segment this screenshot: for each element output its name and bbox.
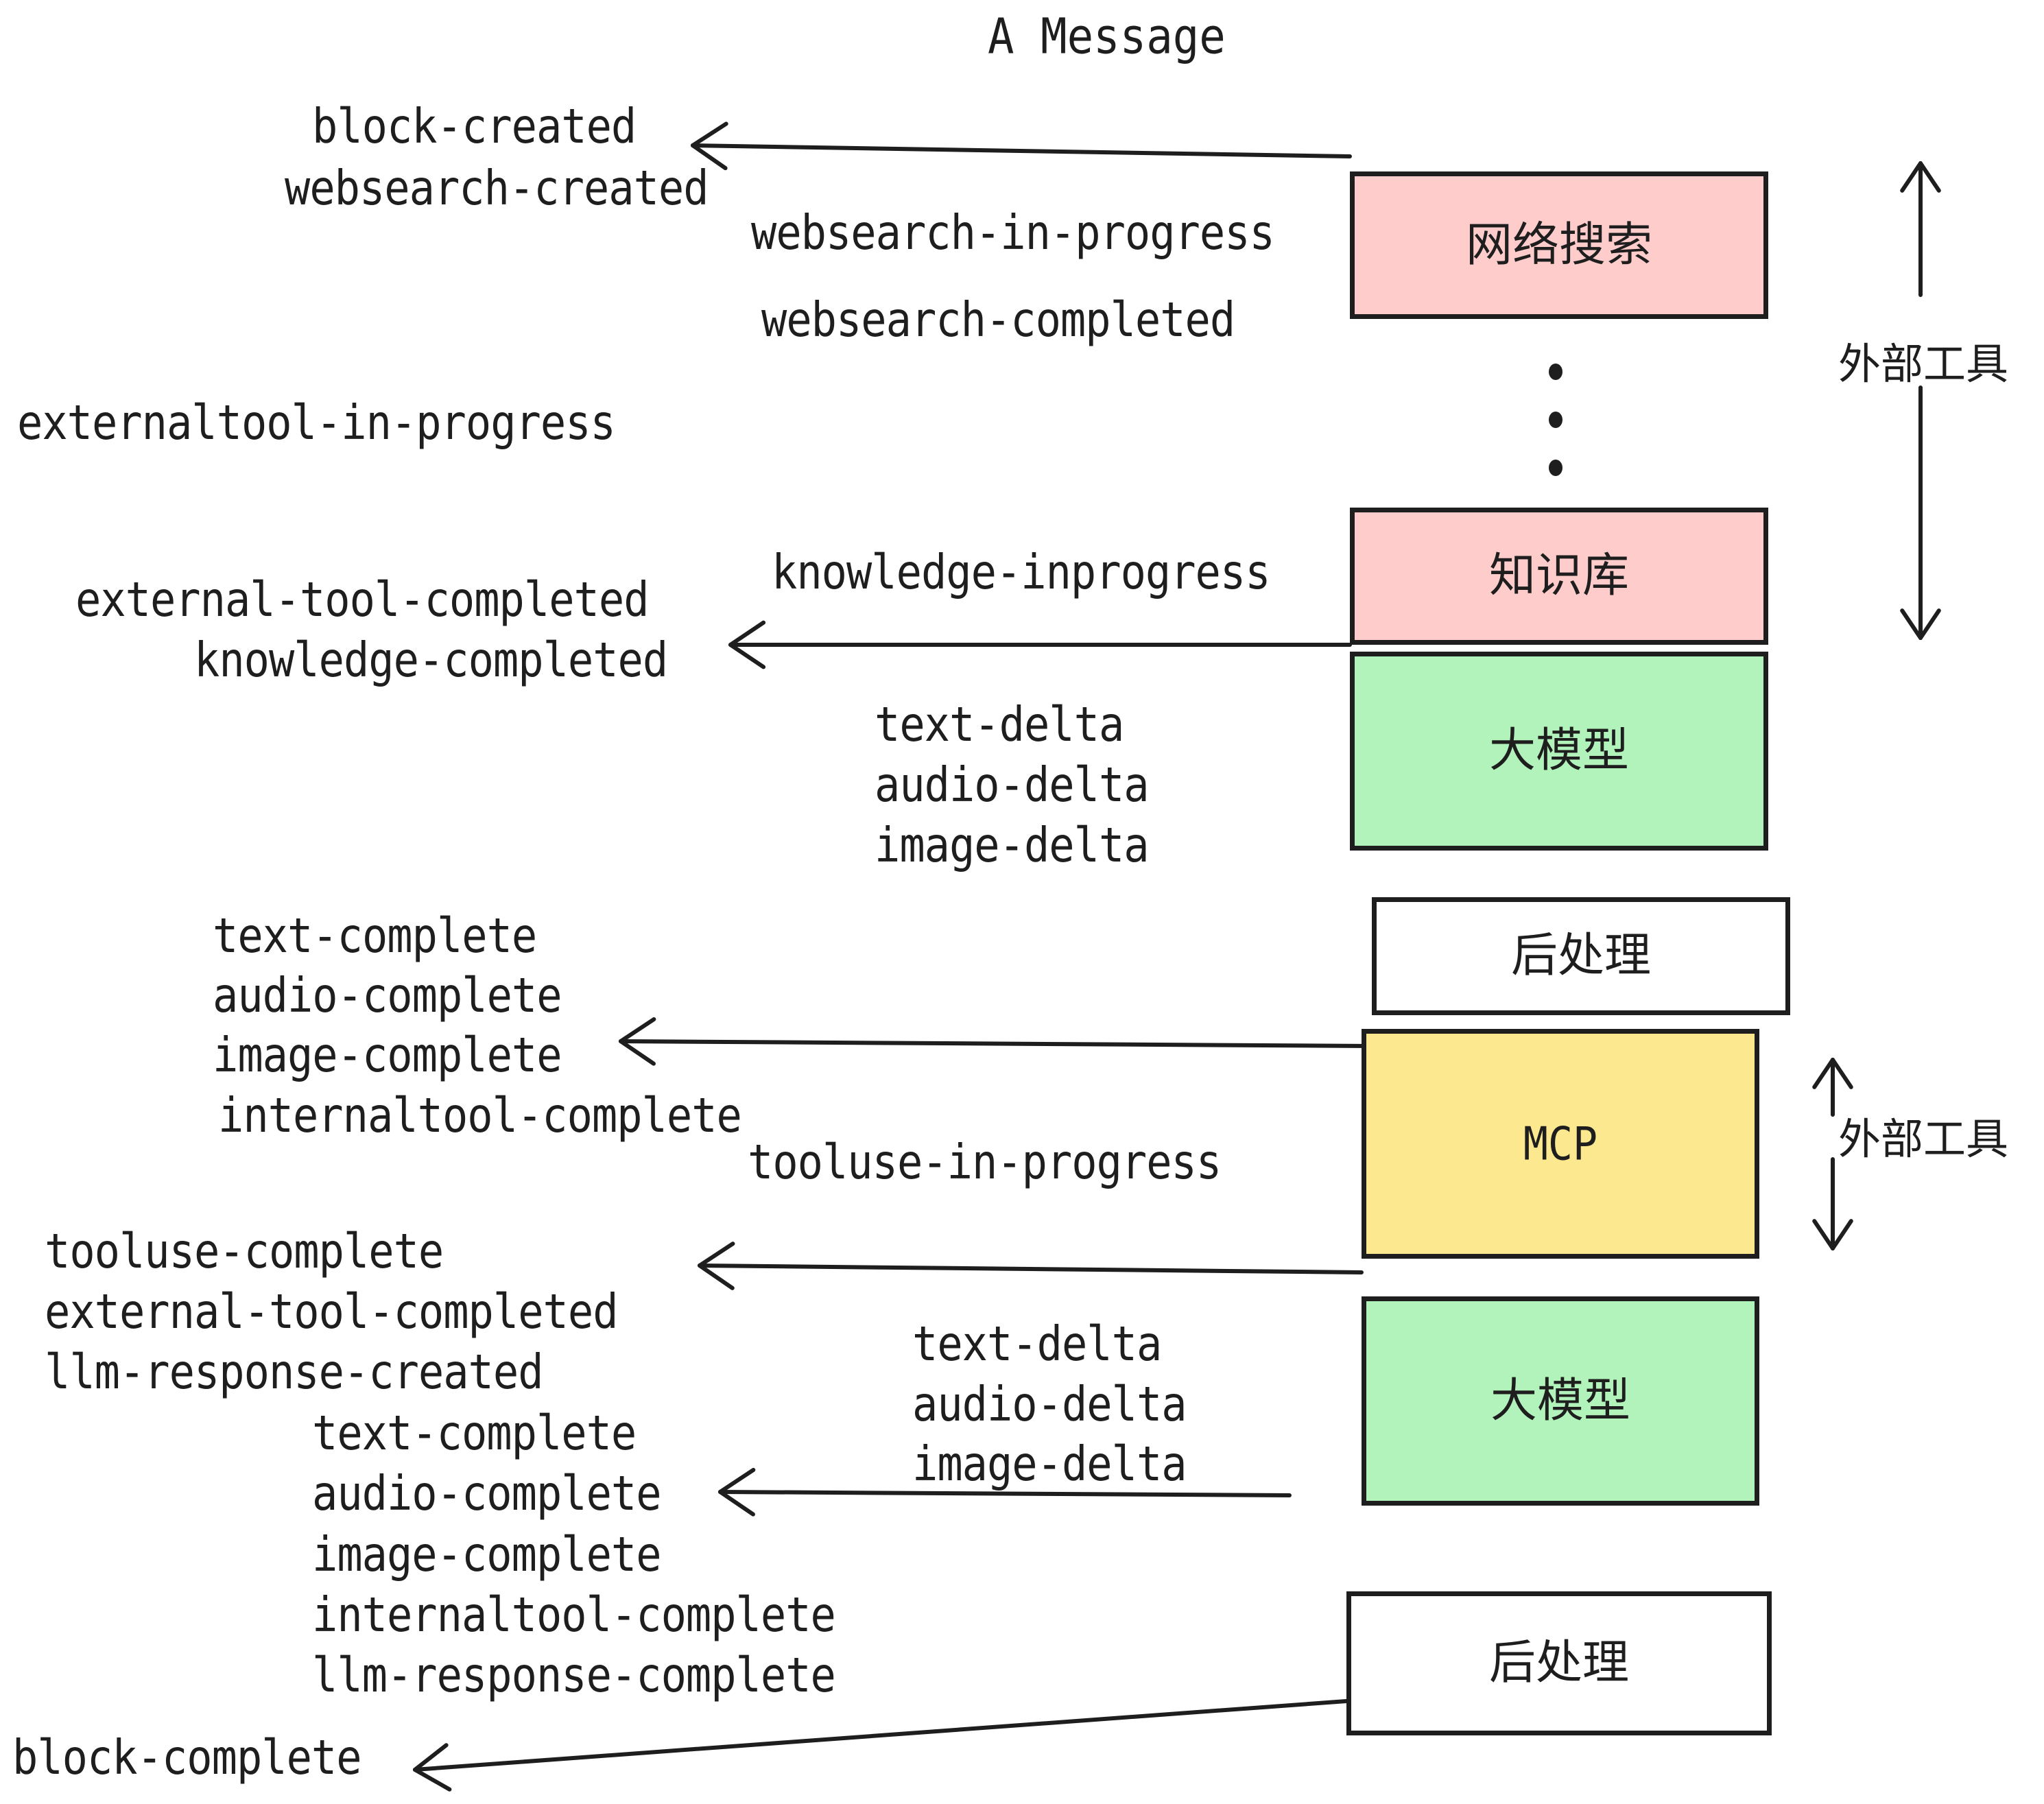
- event-label-websearch-completed: websearch-completed: [761, 292, 1235, 348]
- event-label-block-complete: block-complete: [12, 1729, 362, 1786]
- event-label-internaltool-complete-1: internaltool-complete: [218, 1087, 742, 1144]
- node-box-label: 网络搜索: [1465, 217, 1652, 272]
- event-label-external-tool-completed-1: external-tool-completed: [75, 571, 650, 628]
- event-label-knowledge-completed: knowledge-completed: [194, 632, 668, 689]
- connector-arrow-mcp-to-events: [698, 1242, 1364, 1290]
- node-box-llm-2: 大模型: [1362, 1296, 1759, 1506]
- side-label-external-tools-top: 外部工具: [1838, 339, 2009, 389]
- event-label-text-delta-1: text-delta: [875, 696, 1124, 753]
- event-label-image-delta-2: image-delta: [912, 1436, 1187, 1493]
- event-label-block-created: block-created: [312, 98, 637, 155]
- event-label-llm-response-created: llm-response-created: [45, 1344, 544, 1401]
- range-arrow-external-tools-range-top: [1900, 161, 1941, 640]
- connector-arrow-knowledge-to-events: [728, 620, 1352, 669]
- page-title: A Message: [988, 8, 1226, 66]
- node-box-label: MCP: [1523, 1117, 1598, 1171]
- event-label-tooluse-complete: tooluse-complete: [45, 1223, 444, 1280]
- connector-arrow-post2-to-block: [413, 1699, 1348, 1792]
- event-label-text-delta-2: text-delta: [912, 1316, 1162, 1373]
- node-box-label: 后处理: [1488, 1636, 1629, 1690]
- event-label-image-complete-2: image-complete: [312, 1526, 662, 1583]
- node-box-post-1: 后处理: [1372, 897, 1790, 1015]
- side-label-external-tools-bottom: 外部工具: [1838, 1114, 2009, 1164]
- ellipsis-dot: [1549, 460, 1562, 476]
- node-box-knowledge: 知识库: [1350, 508, 1768, 645]
- event-label-image-complete-1: image-complete: [213, 1027, 562, 1084]
- node-box-websearch: 网络搜索: [1350, 171, 1768, 319]
- event-label-audio-delta-2: audio-delta: [912, 1376, 1187, 1433]
- event-label-text-complete-2: text-complete: [312, 1405, 637, 1462]
- event-label-externaltool-in-progress: externaltool-in-progress: [17, 394, 616, 451]
- event-label-image-delta-1: image-delta: [875, 817, 1150, 874]
- event-label-internaltool-complete-2: internaltool-complete: [312, 1587, 836, 1643]
- event-label-websearch-in-progress: websearch-in-progress: [751, 204, 1275, 261]
- connector-arrow-websearch-to-events: [691, 121, 1352, 171]
- ellipsis-dot: [1549, 364, 1562, 380]
- event-label-text-complete-1: text-complete: [213, 907, 537, 964]
- event-label-knowledge-inprogress: knowledge-inprogress: [772, 544, 1271, 601]
- node-box-label: 知识库: [1488, 549, 1629, 603]
- node-box-mcp: MCP: [1362, 1029, 1759, 1259]
- event-label-websearch-created: websearch-created: [285, 160, 709, 217]
- event-label-tooluse-in-progress: tooluse-in-progress: [748, 1134, 1222, 1191]
- event-label-audio-delta-1: audio-delta: [875, 757, 1150, 814]
- ellipsis-dot: [1549, 412, 1562, 428]
- node-box-label: 后处理: [1510, 929, 1651, 983]
- event-label-external-tool-completed-2: external-tool-completed: [45, 1283, 619, 1340]
- event-label-audio-complete-1: audio-complete: [213, 967, 562, 1024]
- node-box-post-2: 后处理: [1346, 1591, 1772, 1735]
- node-box-label: 大模型: [1490, 1373, 1630, 1428]
- node-box-label: 大模型: [1488, 724, 1629, 778]
- event-label-llm-response-complete: llm-response-complete: [312, 1647, 836, 1704]
- connector-arrow-post1-to-events: [619, 1017, 1374, 1066]
- node-box-llm-1: 大模型: [1350, 652, 1768, 851]
- event-label-audio-complete-2: audio-complete: [312, 1465, 662, 1522]
